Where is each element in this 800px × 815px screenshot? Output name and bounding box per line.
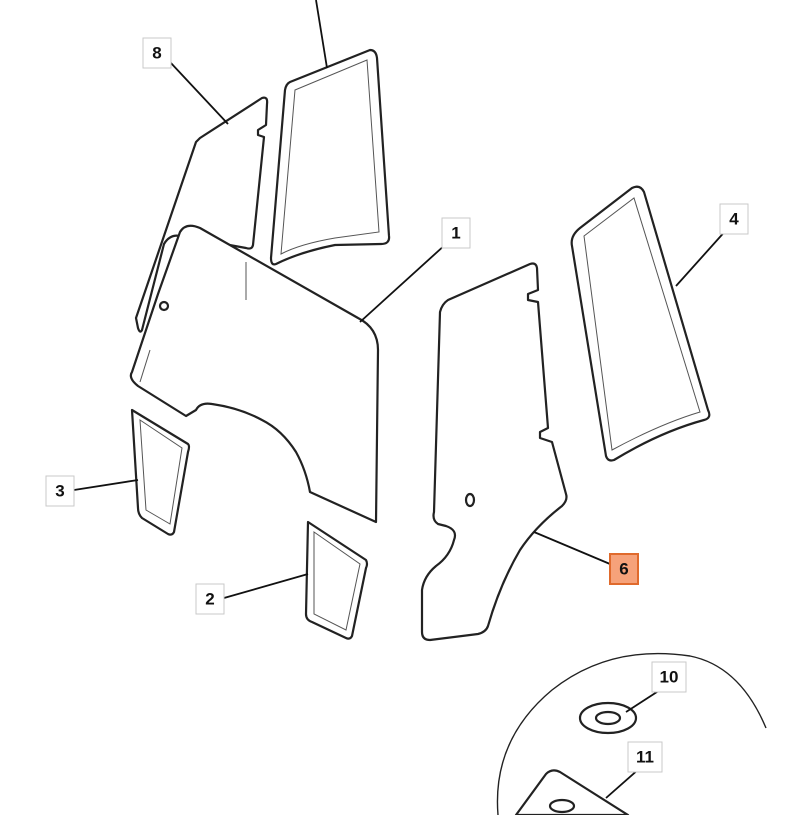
part-3-corner-panel[interactable] bbox=[130, 408, 191, 536]
callout-label-8: 8 bbox=[152, 44, 161, 63]
callout-label-3: 3 bbox=[55, 482, 64, 501]
callout-11[interactable]: 11 bbox=[627, 741, 663, 773]
callout-label-11: 11 bbox=[636, 748, 654, 767]
leader-4 bbox=[675, 227, 729, 287]
callout-8[interactable]: 8 bbox=[142, 37, 172, 69]
callout-3[interactable]: 3 bbox=[45, 475, 75, 507]
leader-3 bbox=[73, 479, 139, 491]
part-2-lower-panel[interactable] bbox=[304, 520, 369, 640]
leader-6 bbox=[533, 531, 611, 565]
leader-8 bbox=[169, 61, 229, 125]
callout-label-6: 6 bbox=[619, 560, 628, 579]
callout-2[interactable]: 2 bbox=[195, 583, 225, 615]
callout-1[interactable]: 1 bbox=[441, 217, 471, 249]
callout-label-1: 1 bbox=[451, 224, 460, 243]
leader-11 bbox=[605, 767, 641, 799]
callout-label-4: 4 bbox=[729, 210, 739, 229]
part-4-side-window[interactable] bbox=[570, 185, 711, 462]
leader-10 bbox=[625, 689, 661, 713]
callout-label-2: 2 bbox=[205, 590, 214, 609]
callout-10[interactable]: 10 bbox=[651, 661, 687, 693]
leader-top bbox=[315, 0, 328, 69]
detail-view bbox=[496, 652, 767, 815]
leader-1 bbox=[359, 243, 447, 323]
callout-6[interactable]: 6 bbox=[609, 553, 639, 585]
callout-4[interactable]: 4 bbox=[719, 203, 749, 235]
callout-label-10: 10 bbox=[660, 668, 679, 687]
top-window-panel[interactable] bbox=[269, 48, 391, 266]
part-11-clip bbox=[514, 769, 630, 815]
part-6-door-glass[interactable] bbox=[420, 262, 568, 642]
part-8-quarter-glass[interactable] bbox=[134, 96, 269, 333]
leader-2 bbox=[223, 573, 309, 599]
